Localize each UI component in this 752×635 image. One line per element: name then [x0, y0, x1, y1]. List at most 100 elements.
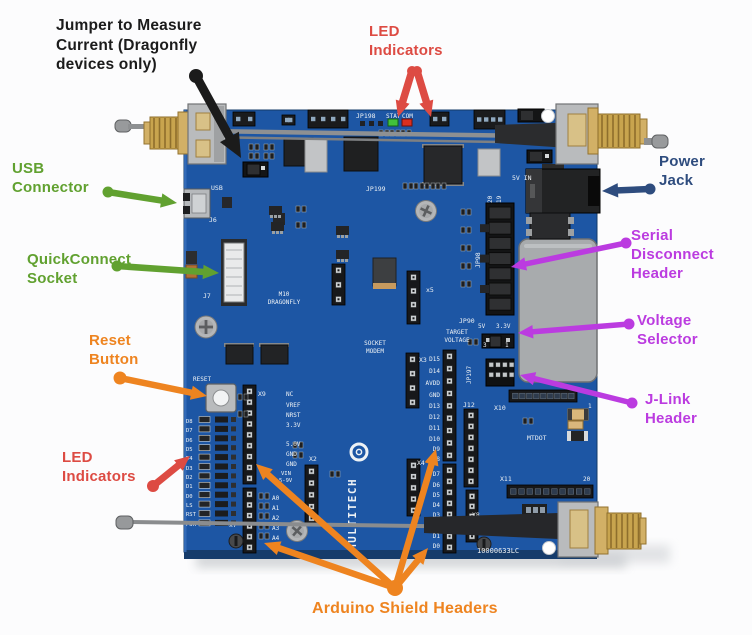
antenna-rods: [115, 122, 597, 539]
svg-text:1: 1: [505, 342, 509, 349]
svg-text:5-9V: 5-9V: [279, 478, 293, 484]
callout-line: J-Link: [645, 391, 691, 408]
svg-text:JP199: JP199: [366, 185, 386, 193]
callout-line: Reset: [89, 332, 131, 349]
svg-text:D14: D14: [429, 368, 440, 375]
current-measure-jumper: [242, 161, 269, 178]
svg-text:D6: D6: [186, 438, 193, 444]
status-leds: [360, 118, 413, 127]
svg-text:D12: D12: [429, 414, 440, 421]
svg-text:3: 3: [483, 342, 487, 349]
svg-text:x5: x5: [426, 286, 434, 294]
svg-text:D5: D5: [433, 492, 441, 499]
svg-text:D6: D6: [433, 482, 441, 489]
top-jumpers: [517, 108, 553, 164]
antenna-top-right: [555, 103, 669, 165]
jlink-arrow: [520, 372, 638, 409]
callout-line: Power: [659, 153, 706, 170]
svg-text:TARGET: TARGET: [446, 329, 468, 336]
reset-arrow: [113, 371, 207, 400]
svg-text:A3: A3: [272, 525, 280, 532]
svg-text:D8: D8: [186, 419, 193, 425]
svg-text:5V IN: 5V IN: [512, 174, 532, 182]
svg-text:JP98: JP98: [474, 252, 482, 268]
antenna-top-left: [114, 103, 227, 165]
svg-text:3.3V: 3.3V: [496, 323, 511, 330]
svg-text:J7: J7: [203, 292, 211, 300]
serial-disconnect-arrow: [511, 237, 632, 271]
callout-arrows: [102, 66, 656, 596]
callout-line: Arduino Shield Headers: [312, 600, 498, 617]
callout-line: Current (Dragonfly: [56, 36, 198, 54]
svg-text:D3: D3: [433, 512, 441, 519]
svg-text:X11: X11: [500, 475, 512, 483]
callout-line: Button: [89, 351, 139, 369]
callout-line: USB: [12, 160, 45, 177]
svg-text:M10: M10: [279, 291, 290, 298]
callout-led-indicators-top: LED Indicators: [369, 22, 443, 60]
callout-line: LED: [369, 23, 400, 40]
callout-line: Selector: [637, 331, 698, 349]
svg-text:NRST: NRST: [286, 412, 301, 419]
svg-text:5.0V: 5.0V: [286, 441, 301, 448]
svg-text:J12: J12: [463, 401, 475, 409]
svg-text:A4: A4: [272, 535, 280, 542]
svg-text:D9: D9: [433, 446, 441, 453]
svg-text:GND: GND: [286, 461, 297, 468]
led-top-arrow-right: [412, 66, 434, 117]
svg-text:X10: X10: [494, 404, 506, 412]
svg-text:D15: D15: [429, 356, 440, 363]
smd-pads: [237, 129, 534, 540]
callout-line: Indicators: [369, 42, 443, 60]
callout-line: Jumper to Measure: [56, 17, 202, 34]
led-left-arrow: [147, 456, 190, 492]
voltage-selector-arrow: [518, 318, 635, 339]
svg-text:A1: A1: [272, 505, 280, 512]
svg-text:A0: A0: [272, 495, 280, 502]
svg-text:NC: NC: [286, 391, 294, 398]
svg-text:X2: X2: [309, 455, 317, 463]
callout-line: Disconnect: [631, 246, 714, 264]
svg-text:COM: COM: [402, 113, 413, 120]
svg-text:D5: D5: [186, 447, 193, 453]
svg-text:JP90: JP90: [459, 317, 475, 325]
svg-text:J6: J6: [209, 216, 217, 224]
arduino-arrow-2: [264, 541, 399, 592]
callout-arduino-shield-headers: Arduino Shield Headers: [312, 599, 498, 619]
svg-text:20: 20: [487, 195, 494, 203]
callout-usb-connector: USB Connector: [12, 159, 89, 197]
svg-text:D3: D3: [186, 466, 193, 472]
svg-text:D7: D7: [433, 471, 441, 478]
callout-line: Header: [645, 410, 698, 428]
callout-line: Jack: [659, 172, 694, 190]
svg-text:STAT: STAT: [386, 113, 401, 120]
svg-text:RST: RST: [186, 512, 197, 518]
svg-text:20: 20: [583, 476, 591, 483]
callout-line: devices only): [56, 56, 157, 74]
svg-text:GND: GND: [286, 451, 297, 458]
svg-text:3.3V: 3.3V: [286, 422, 301, 429]
callout-line: QuickConnect: [27, 251, 132, 268]
svg-text:SOCKET: SOCKET: [364, 340, 386, 347]
svg-text:D0: D0: [186, 494, 193, 500]
svg-text:LS: LS: [186, 503, 193, 509]
svg-text:MTDOT: MTDOT: [527, 434, 547, 442]
serial-disconnect-header: [480, 202, 515, 316]
svg-text:1: 1: [588, 403, 592, 410]
svg-text:VREF: VREF: [286, 402, 301, 409]
svg-text:GND: GND: [429, 392, 440, 399]
svg-text:X8: X8: [472, 511, 480, 519]
callout-line: LED: [62, 449, 93, 466]
screws: [194, 109, 556, 555]
jumper-current-arrow: [189, 69, 241, 158]
callout-line: Serial: [631, 227, 674, 244]
power-jack-arrow: [602, 183, 656, 198]
misc-parts: [185, 136, 589, 520]
callout-line: Connector: [12, 179, 89, 197]
